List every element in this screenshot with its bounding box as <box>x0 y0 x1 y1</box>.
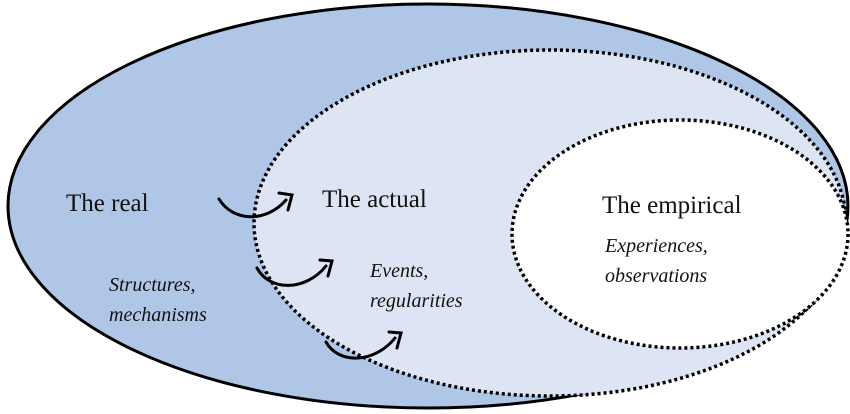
real-domain-title: The real <box>66 190 149 217</box>
actual-domain-subtitle: Events, regularities <box>370 256 463 316</box>
actual-subtitle-line-1: Events, <box>370 260 429 282</box>
curved-arrow-icon <box>324 330 403 360</box>
empirical-subtitle-line-2: observations <box>605 265 708 287</box>
actual-subtitle-line-2: regularities <box>370 290 463 312</box>
empirical-subtitle-line-1: Experiences, <box>605 235 708 257</box>
curved-arrow-icon <box>255 258 334 287</box>
empirical-domain-subtitle: Experiences, observations <box>605 231 708 291</box>
curved-arrow-icon <box>217 191 294 219</box>
empirical-domain-title: The empirical <box>602 192 742 219</box>
real-subtitle-line-2: mechanisms <box>109 304 207 326</box>
actual-domain-title: The actual <box>322 186 427 213</box>
real-subtitle-line-1: Structures, <box>109 274 196 296</box>
real-domain-subtitle: Structures, mechanisms <box>109 270 207 330</box>
empirical-domain-ellipse <box>510 118 850 350</box>
